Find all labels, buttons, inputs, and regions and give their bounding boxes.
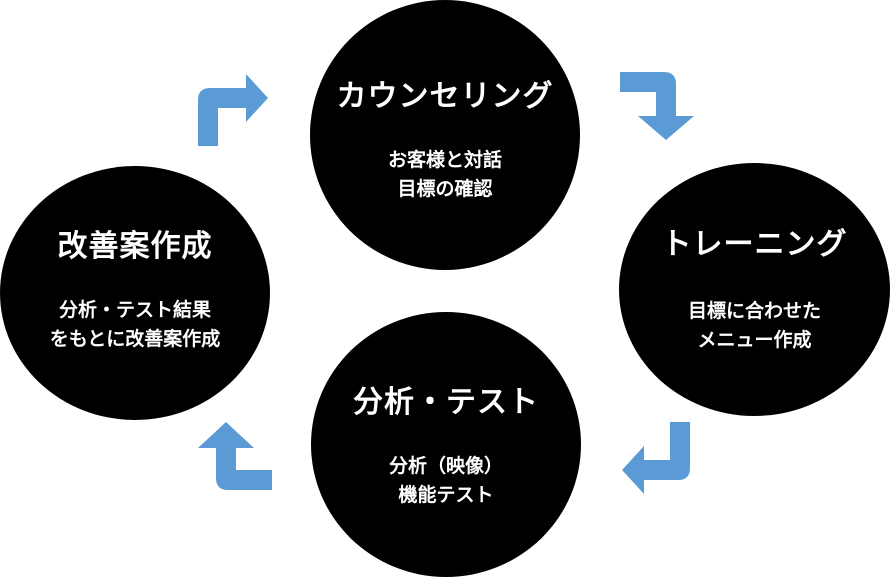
node-analysis-test-description: 分析（映像） 機能テスト (311, 452, 581, 510)
node-counseling-line-1: お客様と対話 (387, 149, 502, 171)
node-counseling-title: カウンセリング (336, 79, 554, 114)
bent-arrow-up-icon (198, 422, 272, 490)
node-improvement-plan-line-1: 分析・テスト結果 (58, 299, 211, 321)
node-training: トレーニング 目標に合わせた メニュー作成 (619, 163, 890, 416)
node-training-title: トレーニング (661, 227, 848, 262)
node-analysis-test: 分析・テスト 分析（映像） 機能テスト (311, 312, 581, 577)
node-training-line-1: 目標に合わせた (687, 300, 821, 322)
node-counseling-line-2: 目標の確認 (397, 178, 493, 200)
node-training-line-2: メニュー作成 (697, 329, 812, 351)
node-improvement-plan-line-2: をもとに改善案作成 (49, 328, 221, 350)
node-counseling-description: お客様と対話 目標の確認 (310, 146, 580, 204)
bent-arrow-left-icon (622, 422, 690, 494)
node-analysis-test-title: 分析・テスト (353, 385, 539, 420)
node-improvement-plan: 改善案作成 分析・テスト結果 をもとに改善案作成 (0, 166, 270, 420)
node-improvement-plan-title: 改善案作成 (57, 229, 213, 264)
bent-arrow-right-icon (198, 74, 268, 146)
bent-arrow-down-icon (620, 72, 694, 140)
node-analysis-test-line-1: 分析（映像） (388, 455, 503, 477)
node-counseling: カウンセリング お客様と対話 目標の確認 (310, 0, 580, 270)
node-analysis-test-line-2: 機能テスト (398, 484, 494, 506)
node-improvement-plan-description: 分析・テスト結果 をもとに改善案作成 (0, 296, 270, 354)
node-training-description: 目標に合わせた メニュー作成 (619, 297, 890, 355)
